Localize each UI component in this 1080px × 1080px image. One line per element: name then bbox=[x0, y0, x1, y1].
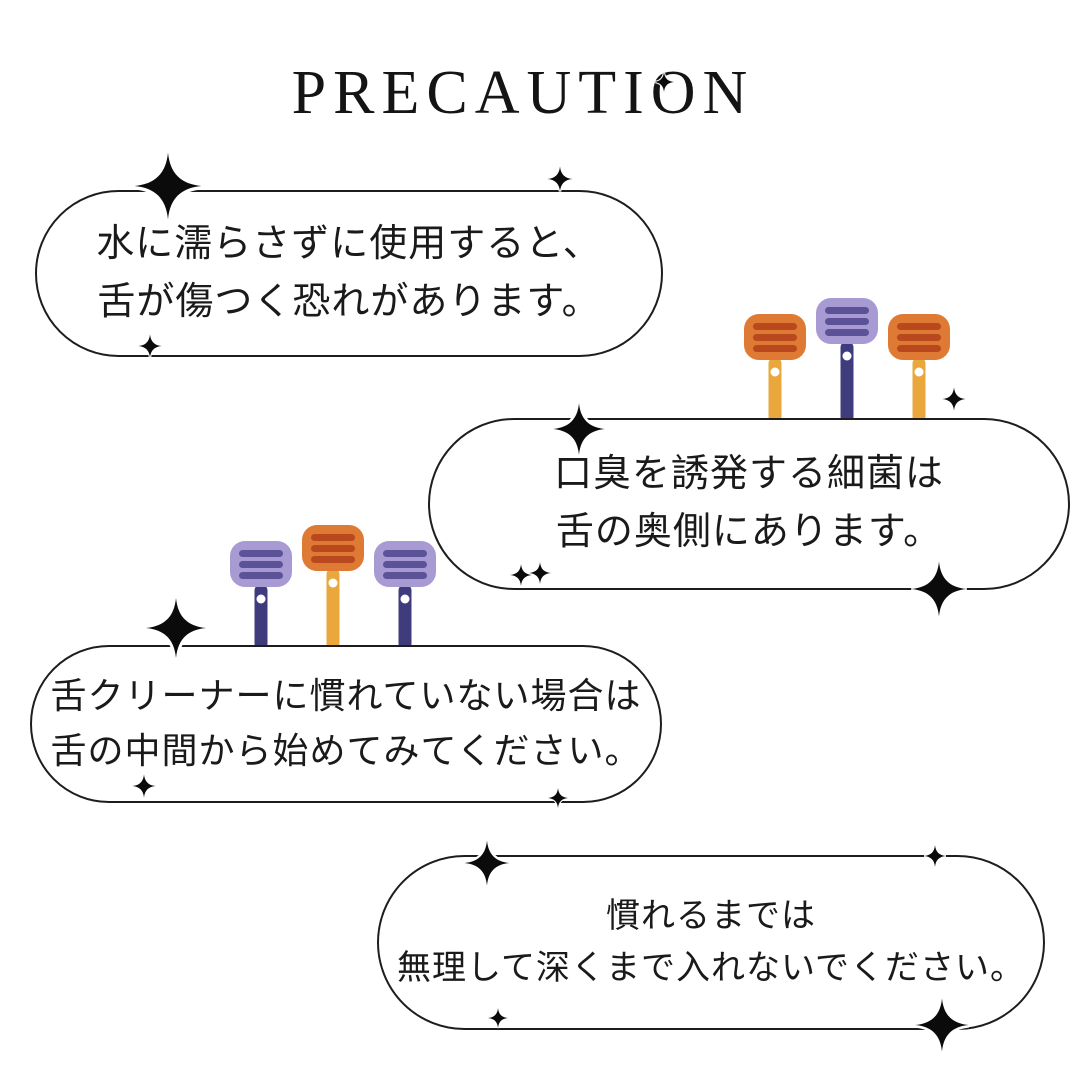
tongue-cleaner-icon bbox=[230, 541, 292, 649]
sparkle-icon bbox=[487, 1007, 509, 1029]
bubble-4-line-2: 無理して深くまで入れないでください。 bbox=[397, 948, 1025, 987]
tongue-cleaner-icon bbox=[816, 298, 878, 422]
tongue-cleaners-illustration-left bbox=[230, 525, 436, 649]
sparkle-icon bbox=[923, 844, 947, 868]
bubble-2-line-2: 舌の奥側にあります。 bbox=[555, 511, 943, 553]
tongue-cleaner-icon bbox=[888, 314, 950, 422]
sparkle-icon bbox=[546, 165, 574, 193]
page-title: PRECAUTION bbox=[291, 59, 755, 127]
precaution-bubble-1: 水に濡らさずに使用すると、 舌が傷つく恐れがあります。 bbox=[35, 190, 663, 357]
sparkle-icon bbox=[653, 71, 675, 93]
sparkle-icon bbox=[941, 386, 967, 412]
bubble-4-line-1: 慣れるまでは bbox=[606, 896, 816, 935]
precaution-bubble-3: 舌クリーナーに慣れていない場合は 舌の中間から始めてみてください。 bbox=[30, 645, 662, 803]
sparkle-icon bbox=[131, 773, 157, 799]
bubble-3-line-1: 舌クリーナーに慣れていない場合は bbox=[50, 675, 642, 717]
sparkle-icon bbox=[137, 333, 163, 359]
tongue-cleaner-icon bbox=[302, 525, 364, 649]
sparkle-icon bbox=[906, 556, 972, 622]
precaution-bubble-2: 口臭を誘発する細菌は 舌の奥側にあります。 bbox=[428, 418, 1070, 590]
sparkle-icon bbox=[128, 146, 208, 226]
bubble-1-line-2: 舌が傷つく恐れがあります。 bbox=[97, 280, 601, 323]
tongue-cleaner-icon bbox=[744, 314, 806, 422]
bubble-1-line-1: 水に濡らさずに使用すると、 bbox=[96, 222, 602, 265]
sparkle-icon bbox=[910, 993, 974, 1057]
bubble-3-line-2: 舌の中間から始めてみてください。 bbox=[50, 730, 642, 771]
sparkle-icon bbox=[509, 563, 533, 587]
sparkle-icon bbox=[140, 592, 212, 664]
bubble-2-line-1: 口臭を誘発する細菌は bbox=[553, 453, 944, 496]
tongue-cleaners-illustration-right bbox=[744, 298, 950, 422]
tongue-cleaner-icon bbox=[374, 541, 436, 649]
sparkle-icon bbox=[547, 787, 569, 809]
sparkle-icon bbox=[460, 836, 514, 890]
sparkle-icon bbox=[548, 398, 610, 460]
